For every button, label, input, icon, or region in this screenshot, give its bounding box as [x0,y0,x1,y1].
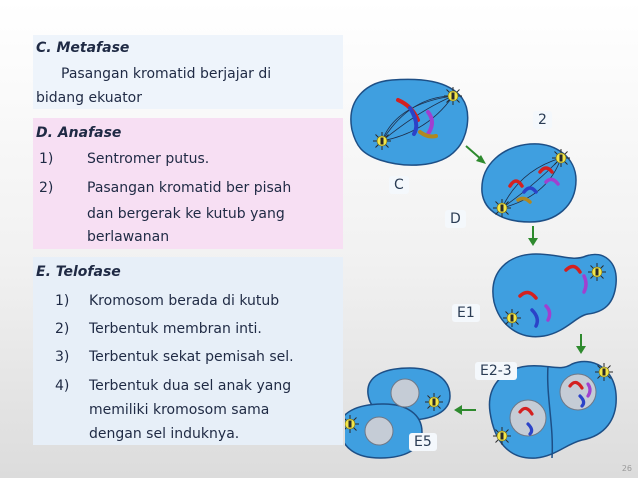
centrosome-icon [492,198,512,218]
metafase-text-line1: Pasangan kromatid berjajar di [61,66,272,82]
centrosome-icon [587,262,607,282]
telofase-item-text-cont: memiliki kromosom sama [89,402,270,418]
cell-membrane [481,143,577,223]
label-c: C [389,176,409,194]
cell-anafase [481,143,577,223]
telofase-item-number: 4) [55,378,70,394]
nucleus [509,399,547,437]
label-d: D [445,210,466,228]
label-e1: E1 [452,304,480,322]
centrosome-icon [443,86,463,106]
arrow-icon [528,226,538,246]
nucleus [390,378,420,408]
anafase-item-text: Pasangan kromatid ber pisah [87,180,292,196]
section-title-anafase: D. Anafase [36,125,122,141]
centrosome-icon [551,148,571,168]
telofase-item-text-cont: dengan sel induknya. [89,426,240,442]
cell-telofase-e1 [492,253,617,338]
centrosome-icon [502,308,522,328]
anafase-item-text-cont: dan bergerak ke kutub yang [87,206,285,222]
label-e5: E5 [409,433,437,451]
cell-telofase-e23 [488,360,617,459]
section-title-telofase: E. Telofase [36,264,121,280]
arrow-icon [454,405,476,415]
anafase-item-text-cont: berlawanan [87,229,170,245]
label-e23: E2-3 [475,362,517,380]
centrosome-icon [372,131,392,151]
cell-metafase [350,78,469,166]
arrow-icon [576,334,586,354]
centrosome-icon [594,362,614,382]
page-number: 26 [621,464,632,473]
metafase-text-line2: bidang ekuator [36,90,143,106]
telofase-item-number: 3) [55,349,70,365]
telofase-item-text: Terbentuk sekat pemisah sel. [89,349,294,365]
telofase-item-number: 1) [55,293,70,309]
section-metafase: C. Metafase Pasangan kromatid berjajar d… [33,35,343,109]
telofase-item-text: Terbentuk dua sel anak yang [89,378,292,394]
mitosis-diagram [345,78,617,459]
cell-telofase-e5 [345,367,451,459]
telofase-item-text: Terbentuk membran inti. [89,321,262,337]
chromosome [396,98,438,139]
nucleus [364,416,394,446]
section-anafase: D. Anafase 1) Sentromer putus. 2) Pasang… [33,118,343,249]
telofase-item-number: 2) [55,321,70,337]
chromosome [518,380,592,436]
label-2: 2 [533,111,552,129]
centrosome-icon [424,392,444,412]
arrow-icon [465,145,486,164]
chromosome [518,264,588,328]
telofase-item-text: Kromosom berada di kutub [89,293,280,309]
cleavage-furrow [546,365,554,459]
anafase-item-number: 1) [39,151,54,167]
anafase-item-text: Sentromer putus. [87,151,210,167]
section-title-metafase: C. Metafase [36,40,130,56]
anafase-item-number: 2) [39,180,54,196]
cell-membrane [492,253,617,338]
spindle-fibers [381,95,454,142]
centrosome-icon [492,426,512,446]
section-telofase: E. Telofase 1) Kromosom berada di kutub … [33,257,343,445]
chromosome [508,166,560,204]
